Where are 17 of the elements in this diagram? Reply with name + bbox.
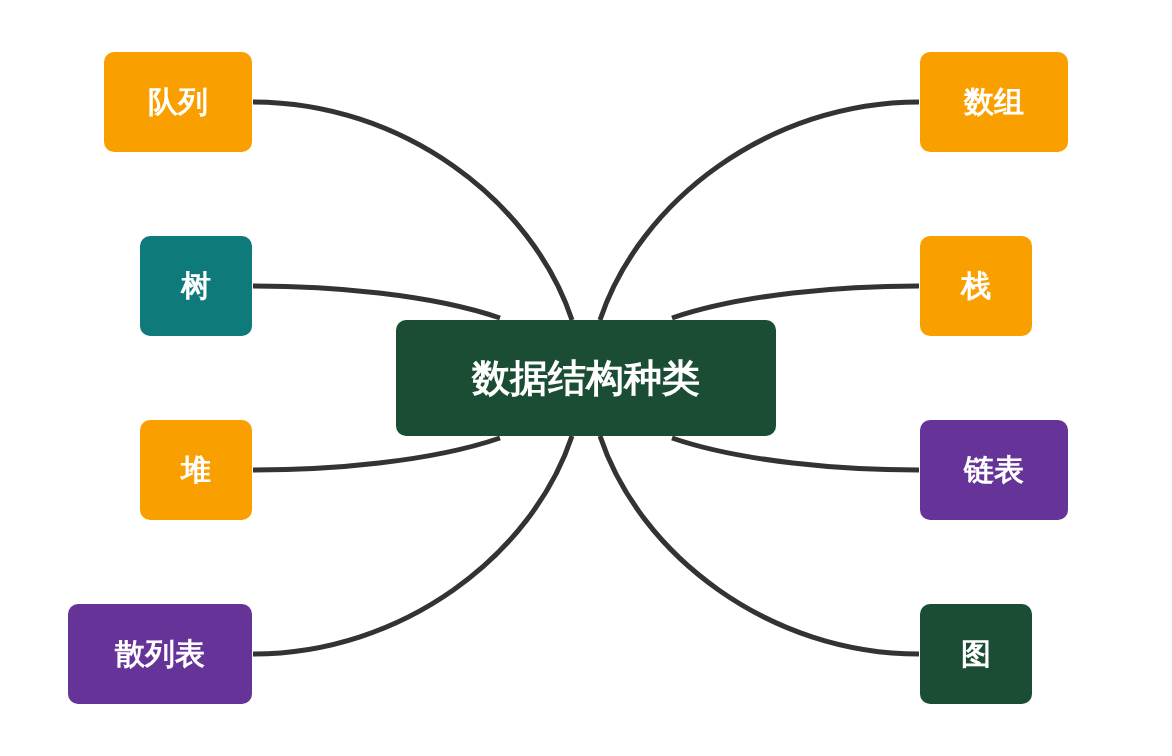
topic-box: 图 bbox=[920, 604, 1032, 704]
connector-line bbox=[597, 99, 920, 321]
topic-box: 堆 bbox=[140, 420, 252, 520]
topic-box: 链表 bbox=[920, 420, 1068, 520]
connector-line bbox=[671, 435, 920, 473]
connector-line bbox=[252, 283, 501, 321]
topic-box: 队列 bbox=[104, 52, 252, 152]
connector-line bbox=[597, 435, 920, 657]
topic-box: 数组 bbox=[920, 52, 1068, 152]
topic-box: 栈 bbox=[920, 236, 1032, 336]
topic-box: 散列表 bbox=[68, 604, 252, 704]
connector-line bbox=[252, 435, 575, 657]
topic-box: 树 bbox=[140, 236, 252, 336]
connector-line bbox=[671, 283, 920, 321]
connector-line bbox=[252, 435, 501, 473]
connector-line bbox=[252, 99, 575, 321]
central-topic-box: 数据结构种类 bbox=[396, 320, 776, 436]
